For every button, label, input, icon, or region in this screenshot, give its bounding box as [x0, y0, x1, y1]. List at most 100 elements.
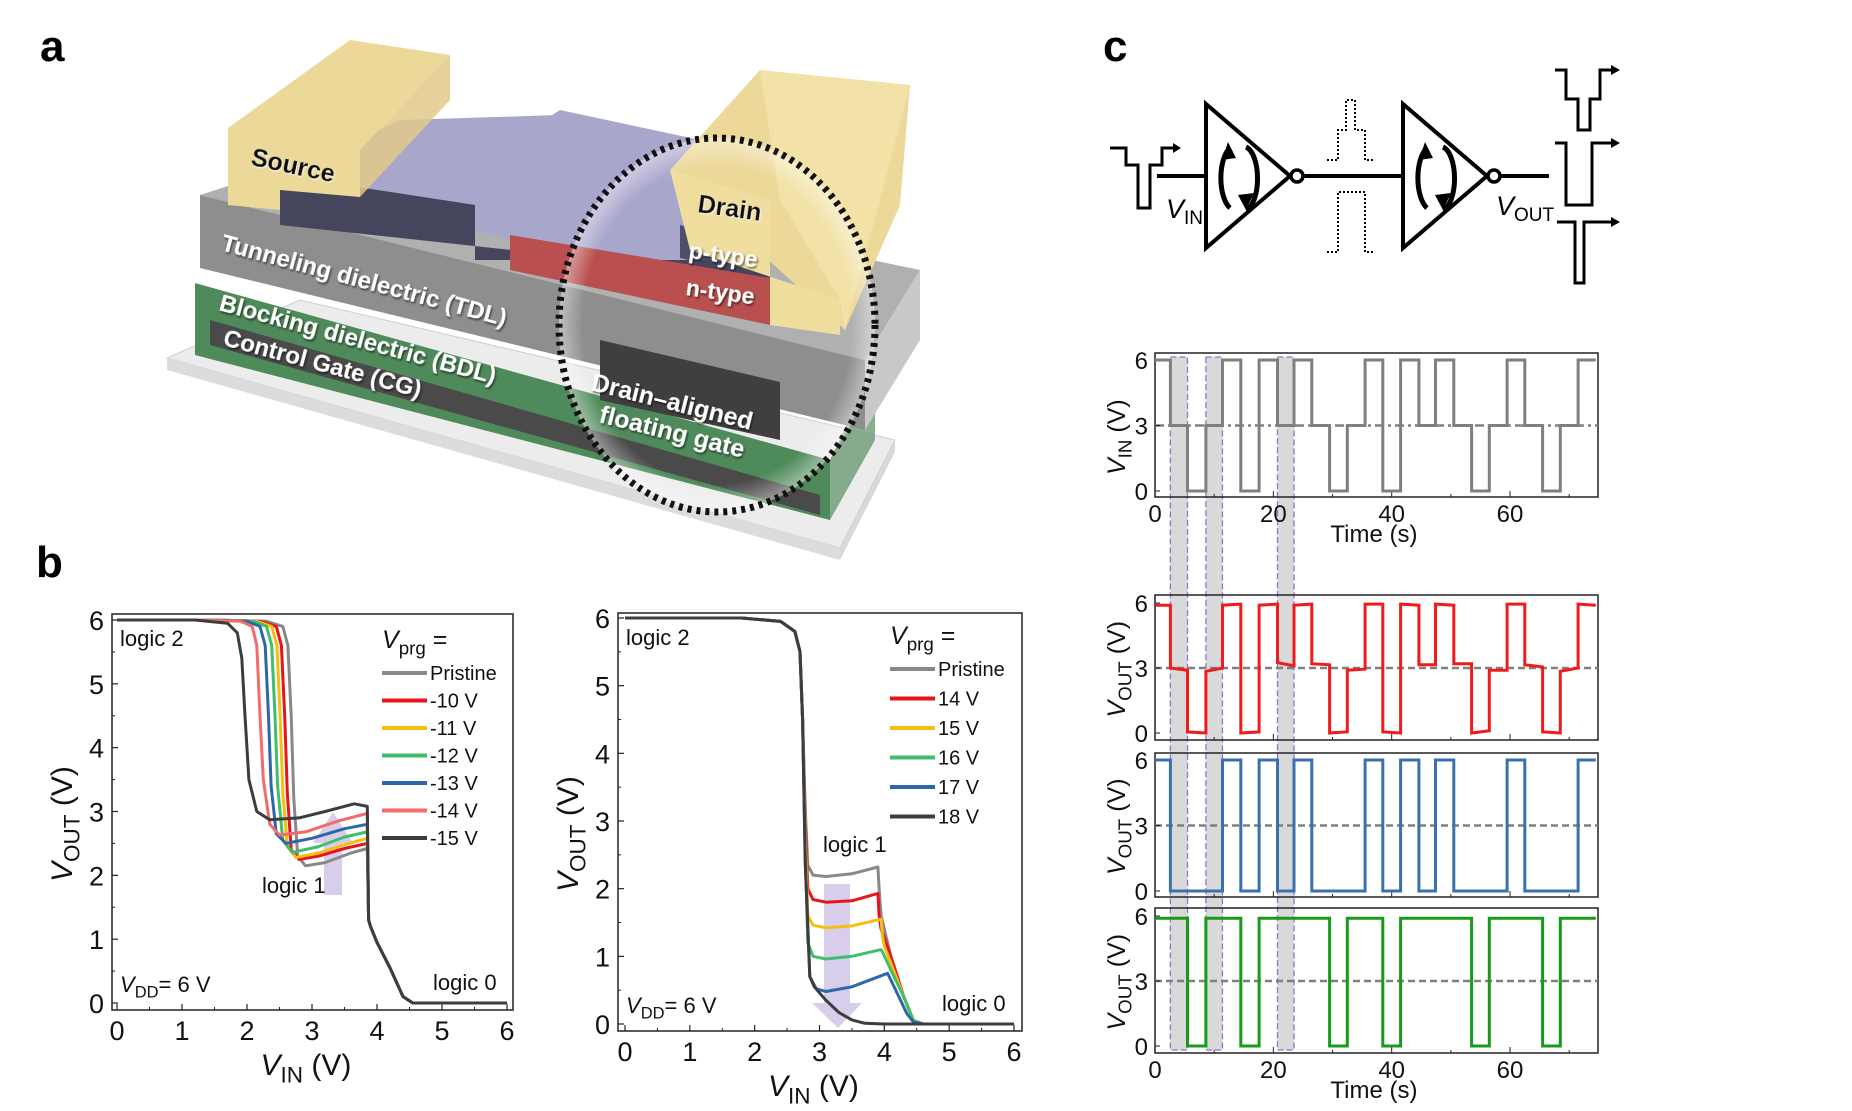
- y-axis-label-rest: (V): [1103, 399, 1131, 439]
- annotation-vdd-rest: = 6 V: [665, 993, 717, 1018]
- y-tick-label: 6: [1135, 748, 1148, 775]
- x-axis-label-main: V: [768, 1070, 791, 1103]
- highlight-band: [1169, 356, 1189, 1051]
- y-tick-label: 3: [89, 798, 104, 828]
- output-waveform-binary-high-arrow: [1611, 138, 1620, 148]
- annotation-vdd: VDD= 6 V: [626, 993, 717, 1023]
- y-axis-label-rest: (V): [46, 766, 79, 814]
- y-axis-label-sub: OUT: [1114, 818, 1135, 858]
- x-tick-label: 1: [174, 1016, 189, 1046]
- x-tick-label: 4: [877, 1037, 892, 1067]
- y-axis-label-main: V: [1103, 699, 1131, 718]
- y-tick-label: 4: [595, 739, 610, 769]
- source-side: [360, 55, 450, 197]
- x-tick-label: 1: [682, 1037, 697, 1067]
- annotation-vdd-main: V: [626, 993, 643, 1018]
- x-axis-label-sub: IN: [788, 1084, 811, 1109]
- legend-label: 14 V: [938, 689, 980, 711]
- device-schematic: Source Drain p-type n-type Tunneling die…: [165, 40, 920, 560]
- input-waveform-arrow: [1173, 143, 1181, 153]
- legend-label: -12 V: [430, 746, 478, 768]
- y-tick-label: 0: [1135, 879, 1148, 906]
- y-tick-label: 2: [89, 861, 104, 891]
- x-tick-label: 3: [812, 1037, 827, 1067]
- highlight-circle: [555, 134, 879, 516]
- annotation-logic0: logic 0: [433, 970, 497, 995]
- y-tick-label: 3: [1135, 969, 1148, 996]
- x-tick-label: 6: [1006, 1037, 1021, 1067]
- annotation-vdd-main: V: [120, 972, 137, 997]
- y-tick-label: 5: [595, 672, 610, 702]
- annotation-vdd-sub: DD: [641, 1005, 665, 1023]
- x-tick-label: 0: [109, 1016, 124, 1046]
- legend-title-sub: prg: [907, 633, 934, 654]
- y-tick-label: 5: [89, 670, 104, 700]
- series-line: [1155, 758, 1596, 893]
- legend-label: Pristine: [430, 663, 497, 685]
- legend-title-rest: =: [934, 622, 956, 650]
- annotation-vdd: VDD= 6 V: [120, 972, 211, 1002]
- tdl-side: [865, 270, 920, 430]
- y-axis-label-rest: (V): [552, 776, 585, 824]
- p-type-region: [280, 175, 770, 278]
- y-tick-label: 6: [1135, 904, 1148, 931]
- legend-label: -13 V: [430, 773, 478, 795]
- legend-title-main: V: [890, 622, 909, 650]
- legend-label: 15 V: [938, 718, 980, 740]
- x-tick-label: 40: [1378, 1057, 1405, 1084]
- y-tick-label: 6: [595, 604, 610, 634]
- annotation-logic2: logic 2: [626, 625, 690, 650]
- series-line--15v: [117, 618, 507, 1005]
- output-waveform-binary-low-arrow: [1611, 217, 1620, 227]
- x-tick-label: 5: [434, 1016, 449, 1046]
- y-tick-label: 0: [89, 989, 104, 1019]
- x-tick-label: 20: [1260, 1057, 1287, 1084]
- x-axis-label-rest: (V): [303, 1049, 351, 1082]
- x-tick-label: 0: [1148, 501, 1161, 528]
- x-tick-label: 5: [942, 1037, 957, 1067]
- substrate-front: [167, 358, 840, 560]
- annotation-logic0: logic 0: [942, 991, 1006, 1016]
- y-tick-label: 1: [595, 942, 610, 972]
- y-axis-label-main: V: [1103, 456, 1131, 475]
- legend-label: -14 V: [430, 801, 478, 823]
- legend-label: -10 V: [430, 691, 478, 713]
- y-tick-label: 6: [89, 606, 104, 636]
- inverter-chain-diagram: [1110, 65, 1620, 285]
- annotation-logic2: logic 2: [120, 626, 184, 651]
- legend-title-rest: =: [426, 626, 448, 654]
- highlight-band: [1205, 356, 1224, 1051]
- x-tick-label: 60: [1497, 1057, 1524, 1084]
- y-axis-label: VOUT (V): [1103, 778, 1135, 875]
- x-tick-label: 3: [304, 1016, 319, 1046]
- legend-title-main: V: [382, 626, 401, 654]
- x-axis-label: VIN (V): [261, 1049, 352, 1088]
- y-tick-label: 0: [595, 1010, 610, 1040]
- panel-label-b: b: [36, 538, 63, 587]
- annotation-vdd-sub: DD: [135, 984, 159, 1002]
- panel-label-a: a: [40, 22, 65, 71]
- y-axis-label-main: V: [1103, 856, 1131, 875]
- y-tick-label: 3: [595, 807, 610, 837]
- y-axis-label-main: V: [46, 859, 79, 882]
- series-line: [1155, 916, 1596, 1048]
- inverter-2: [1401, 99, 1491, 253]
- y-axis-label-main: V: [1103, 1012, 1131, 1031]
- y-axis-label: VOUT (V): [46, 766, 85, 882]
- cycle-icon-1: [1218, 142, 1260, 213]
- intermediate-waveform-top: [1327, 99, 1375, 161]
- y-axis-label-sub: IN: [1114, 440, 1135, 459]
- x-axis-label-sub: IN: [281, 1063, 304, 1088]
- x-axis-label: Time (s): [1330, 521, 1417, 548]
- x-tick-label: 20: [1260, 501, 1287, 528]
- y-tick-label: 6: [1135, 591, 1148, 618]
- x-tick-label: 40: [1378, 501, 1405, 528]
- annotation-logic1: logic 1: [262, 873, 326, 898]
- legend-label: -15 V: [430, 828, 478, 850]
- output-waveform-ternary-arrow: [1611, 65, 1620, 75]
- legend-label: 18 V: [938, 807, 980, 829]
